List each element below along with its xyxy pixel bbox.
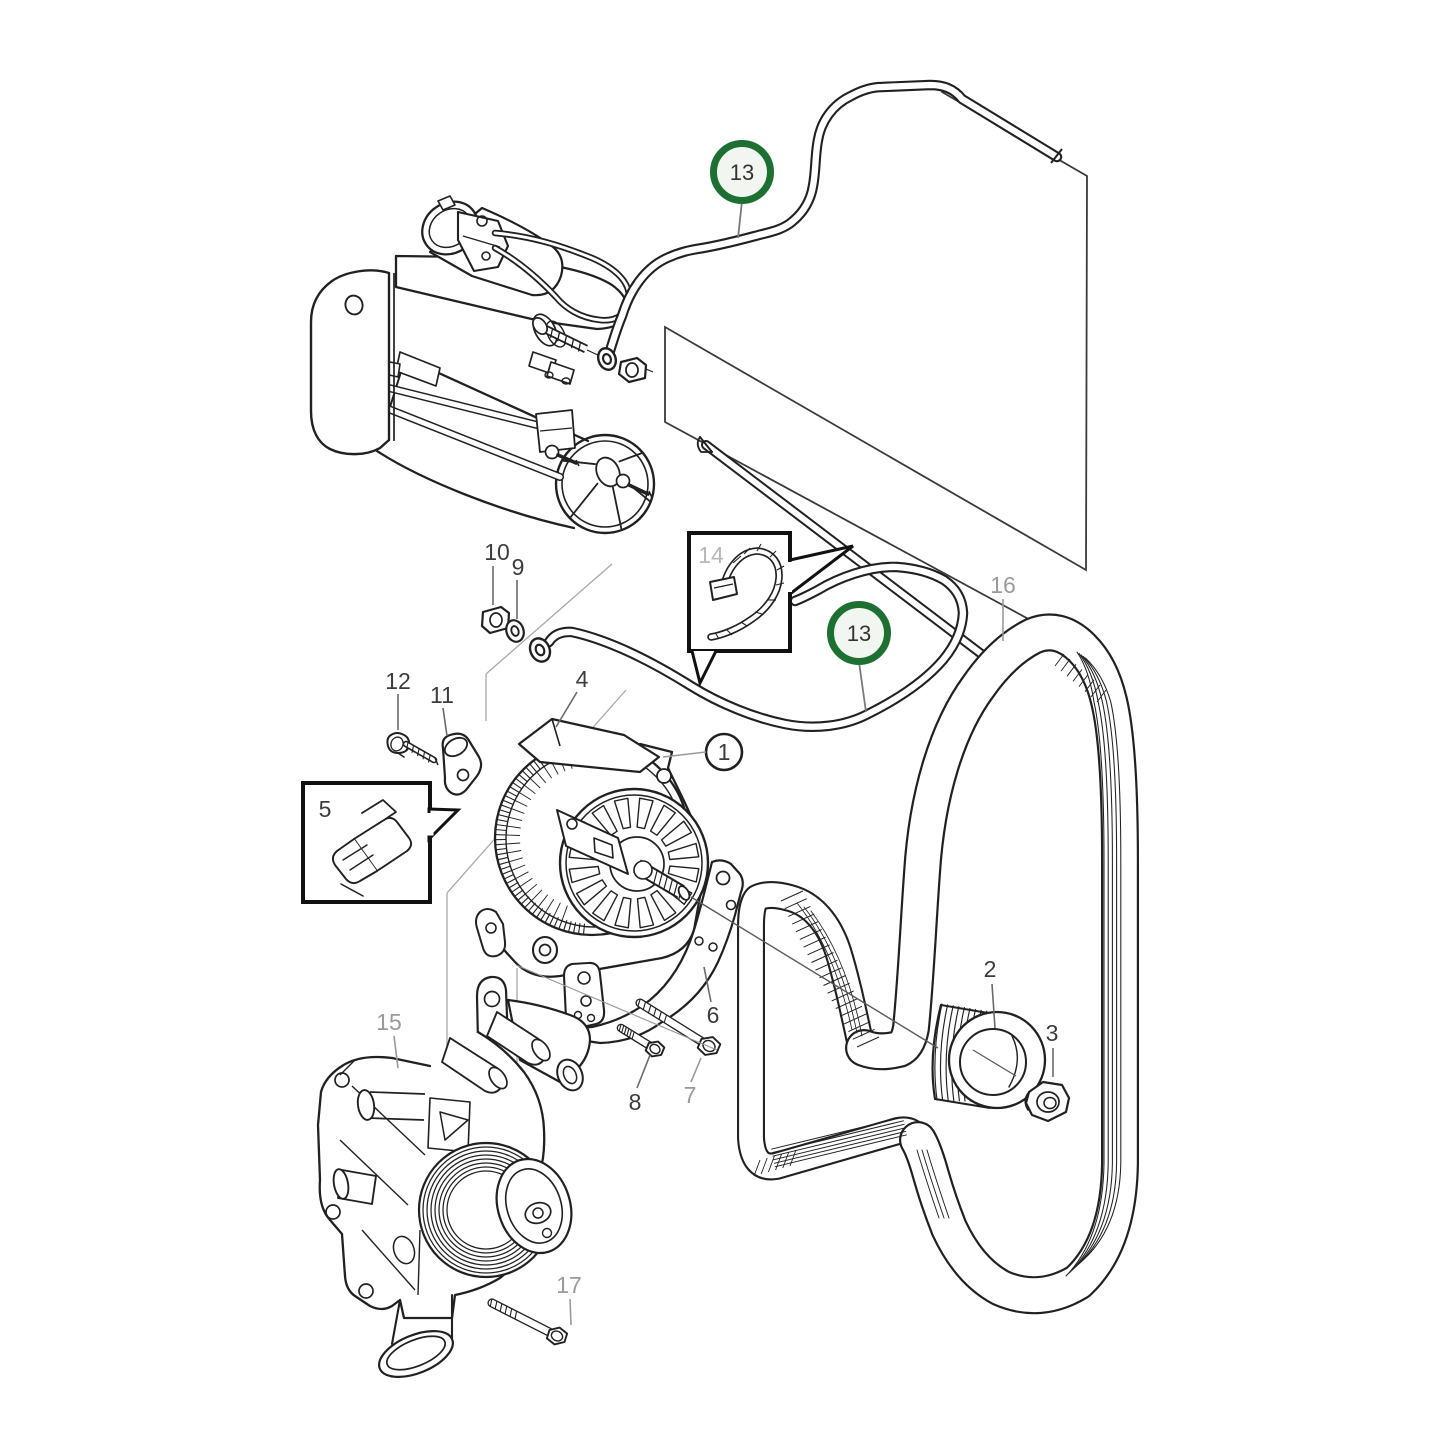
svg-text:17: 17 xyxy=(556,1272,582,1298)
svg-text:1: 1 xyxy=(718,739,731,765)
svg-text:10: 10 xyxy=(484,539,510,565)
svg-text:3: 3 xyxy=(1046,1020,1059,1046)
svg-text:12: 12 xyxy=(385,668,411,694)
svg-text:13: 13 xyxy=(847,621,871,646)
svg-text:4: 4 xyxy=(576,666,589,692)
svg-text:15: 15 xyxy=(376,1009,402,1035)
svg-text:6: 6 xyxy=(707,1002,720,1028)
svg-text:11: 11 xyxy=(430,682,454,708)
svg-text:7: 7 xyxy=(684,1082,697,1108)
svg-text:2: 2 xyxy=(984,956,997,982)
svg-text:8: 8 xyxy=(629,1089,642,1115)
svg-text:5: 5 xyxy=(319,796,332,822)
svg-text:14: 14 xyxy=(698,542,724,568)
svg-text:13: 13 xyxy=(730,160,754,185)
svg-text:9: 9 xyxy=(512,554,525,580)
svg-text:16: 16 xyxy=(990,572,1016,598)
